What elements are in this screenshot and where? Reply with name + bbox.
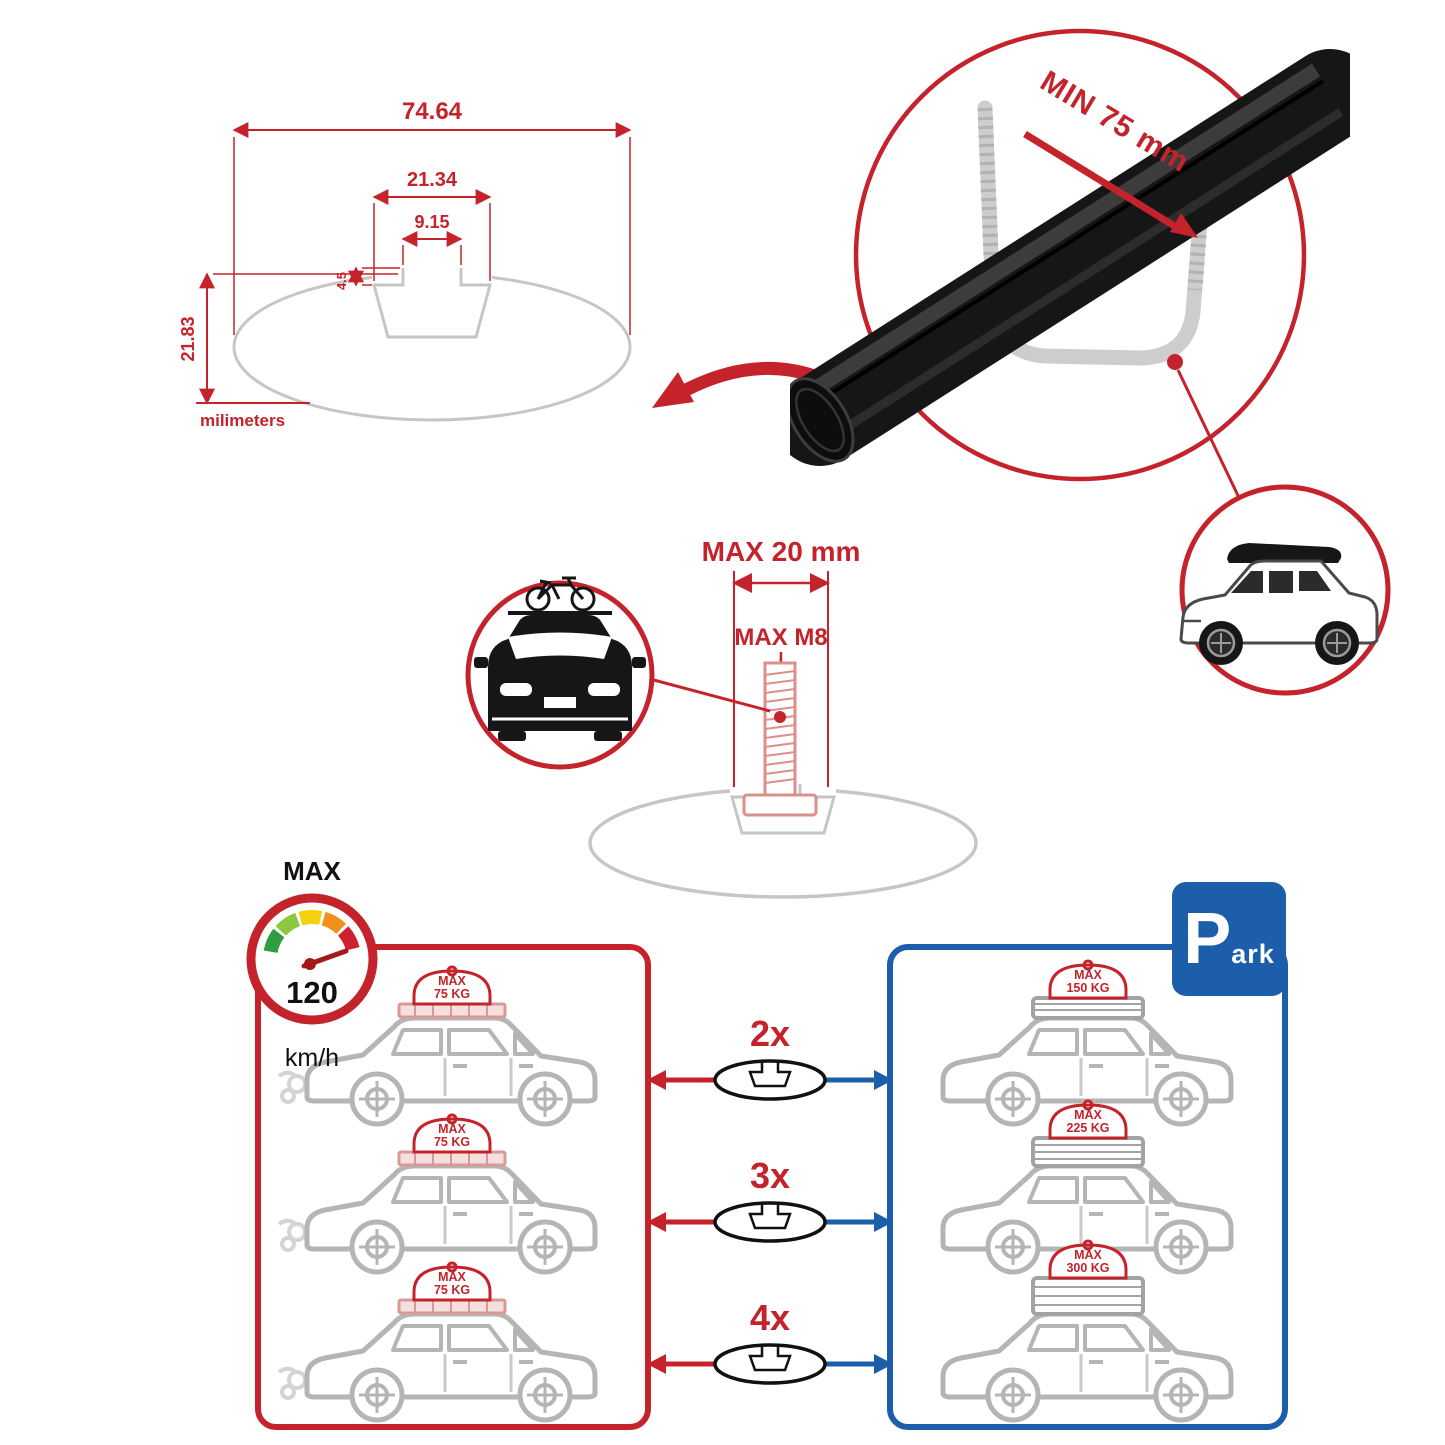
car-row: MAX 150 KG [943, 959, 1231, 1124]
bar-count-row: 4x [647, 1297, 893, 1385]
bolt-spec-diagram: MAX 20 mm MAX M8 [465, 536, 978, 899]
bar-profile-outline [232, 263, 632, 422]
driving-load-panel: MAX 75 KG MAX 75 KG [255, 944, 651, 1430]
badge-leader-line [649, 677, 771, 713]
load-label: MAX 225 KG [1048, 1099, 1128, 1140]
dim-total-width-label: 74.64 [402, 98, 463, 125]
label-backplate [736, 623, 826, 651]
dim-total-height [196, 272, 398, 405]
pointer-dot [1167, 354, 1183, 370]
dim-max-length [732, 571, 830, 787]
car-row: MAX 75 KG [277, 965, 595, 1124]
parking-suffix: ark [1231, 938, 1275, 969]
t-slot-channel [372, 268, 492, 339]
dim-total-height-label: 21.83 [178, 316, 198, 361]
unit-label: milimeters [200, 411, 285, 430]
load-max: MAX [438, 1270, 466, 1284]
bar-end-cap [790, 377, 855, 463]
roof-basket [397, 1298, 507, 1315]
right-arrowhead [874, 1070, 893, 1090]
multiplier-label: 3x [750, 1155, 790, 1196]
car-row: MAX 300 KG [943, 1239, 1231, 1420]
dim-total-width [232, 122, 632, 335]
t-nut [742, 793, 818, 817]
roof-box [1031, 1276, 1145, 1316]
load-kg: 300 KG [1066, 1261, 1109, 1275]
bicycle-icon [525, 576, 596, 612]
car-row: MAX 75 KG [277, 1113, 595, 1272]
bar-cross-section-icon [713, 1201, 827, 1243]
load-kg: 225 KG [1066, 1121, 1109, 1135]
bolt-icon [742, 661, 818, 817]
pointer-dot [774, 711, 786, 723]
connector-line [1176, 369, 1244, 505]
bolt-threads [764, 670, 796, 784]
roof-box [1031, 996, 1145, 1020]
left-arrowhead [647, 1212, 666, 1232]
speed-max-label: MAX [283, 856, 341, 886]
dimension-diagram: 74.64 21.34 9.15 4.5 21.83 milimeters [178, 98, 632, 430]
load-label: MAX 75 KG [412, 965, 492, 1006]
max-thread-label: MAX M8 [734, 624, 827, 651]
bar-cross-section-icon [713, 1059, 827, 1101]
load-kg: 150 KG [1066, 981, 1109, 995]
bar-count-row: 3x [647, 1155, 893, 1243]
needle-pivot [304, 958, 316, 970]
load-label: MAX 150 KG [1048, 959, 1128, 1000]
load-label: MAX 75 KG [412, 1113, 492, 1154]
profile-pointer-arrow [652, 361, 827, 408]
roof-box [1031, 1136, 1145, 1168]
load-max: MAX [1074, 968, 1102, 982]
speed-value: 120 [286, 975, 338, 1010]
car-front-icon [474, 615, 646, 741]
load-max: MAX [1074, 1108, 1102, 1122]
left-arrowhead [647, 1070, 666, 1090]
speedometer-gauge: 120 [246, 893, 378, 1025]
load-max: MAX [438, 974, 466, 988]
crossbar-3d-detail: MIN 75 mm [790, 28, 1350, 505]
load-kg: 75 KG [434, 1135, 470, 1149]
dim-lip-depth-label: 4.5 [334, 272, 349, 290]
roof-basket [397, 1150, 507, 1167]
load-label: MAX 300 KG [1048, 1239, 1128, 1280]
speed-unit: km/h [284, 1044, 340, 1072]
car-row: MAX 75 KG [277, 1261, 595, 1420]
load-kg: 75 KG [434, 1283, 470, 1297]
parking-letter: P [1183, 899, 1232, 979]
suv-roofbox-badge [1179, 484, 1391, 696]
multiplier-label: 4x [750, 1297, 790, 1338]
crossbar-bar [790, 49, 1350, 466]
load-max: MAX [438, 1122, 466, 1136]
car-row: MAX 225 KG [943, 1099, 1231, 1272]
parked-load-panel: MAX 150 KG MAX 225 KG [887, 944, 1288, 1430]
roofbox-icon [1227, 543, 1342, 563]
roof-basket [397, 1002, 507, 1019]
right-arrowhead [874, 1354, 893, 1374]
dim-slot-width [401, 231, 463, 265]
right-arrowhead [874, 1212, 893, 1232]
bar-count-row: 2x [647, 1013, 893, 1101]
max-length-label: MAX 20 mm [702, 536, 861, 567]
arrowhead [1170, 213, 1198, 238]
load-kg: 75 KG [434, 987, 470, 1001]
suv-with-roofbox-icon [1179, 543, 1379, 665]
dim-slot-width-label: 9.15 [414, 212, 449, 232]
bar-count-column: 2x 3x 4x [647, 1013, 893, 1385]
speed-limit-badge: MAX 120 km/h [232, 856, 392, 1073]
dim-lip-depth [348, 266, 400, 287]
bike-car-badge [465, 576, 771, 770]
gauge-arc [263, 910, 360, 954]
left-arrowhead [647, 1354, 666, 1374]
multiplier-label: 2x [750, 1013, 790, 1054]
bar-cross-section-icon [713, 1343, 827, 1385]
load-label: MAX 75 KG [412, 1261, 492, 1302]
load-max: MAX [1074, 1248, 1102, 1262]
arrowhead [652, 372, 694, 408]
dim-channel-width-label: 21.34 [407, 169, 458, 191]
